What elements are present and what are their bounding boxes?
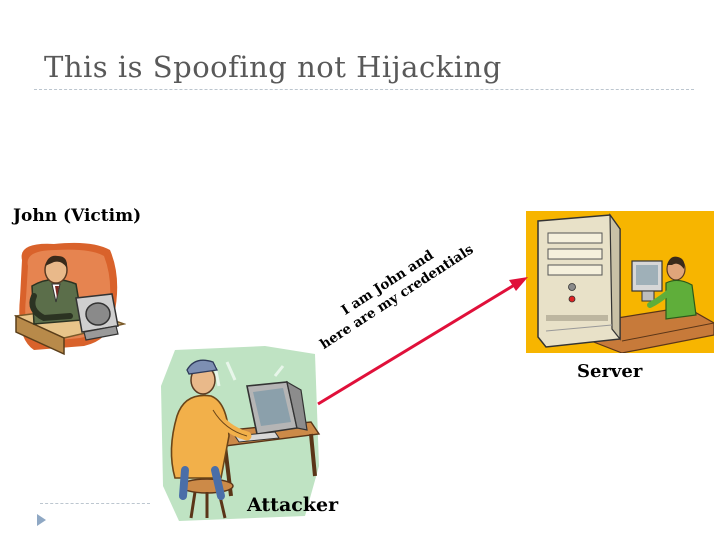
arrow-line bbox=[317, 282, 517, 406]
server-label: Server bbox=[577, 361, 643, 382]
victim-clipart-icon bbox=[13, 238, 127, 358]
victim-label: John (Victim) bbox=[13, 206, 142, 226]
attacker-clipart-icon: ? bbox=[155, 346, 325, 521]
server-clipart-icon bbox=[526, 211, 715, 354]
attacker-label: Attacker bbox=[247, 494, 339, 516]
bullet-arrow-icon bbox=[37, 514, 46, 526]
slide-title: This is Spoofing not Hijacking bbox=[44, 50, 502, 84]
arrow-head bbox=[509, 277, 528, 291]
title-divider bbox=[34, 89, 694, 90]
footer-divider bbox=[40, 503, 150, 504]
